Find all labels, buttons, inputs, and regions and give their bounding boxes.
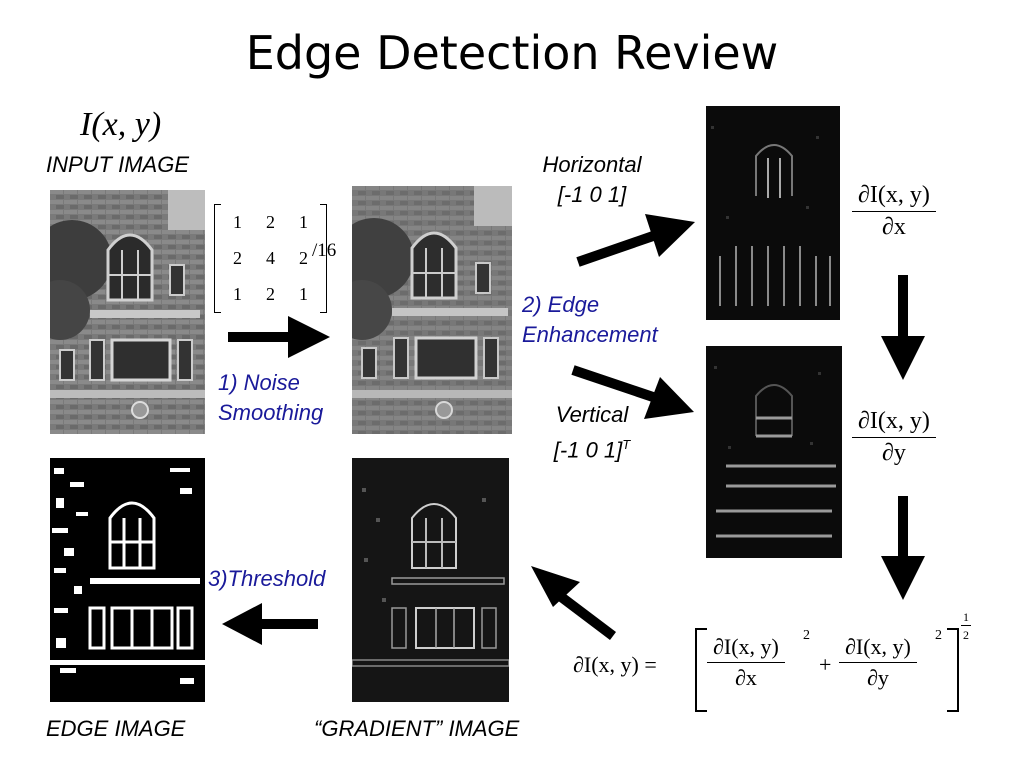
kernel-cell: 2 — [266, 284, 275, 304]
filter-kernel-text: [-1 0 1] — [553, 437, 623, 463]
term-x-numerator: ∂I(x, y) — [707, 634, 785, 663]
kernel-cell: 2 — [233, 248, 242, 268]
step-noise-smoothing: 1) Noise Smoothing — [218, 368, 323, 428]
magnitude-lhs: ∂I(x, y) = — [573, 652, 657, 677]
smoothed-image — [352, 186, 512, 434]
dy-denominator: ∂y — [881, 440, 906, 466]
transpose-superscript: T — [622, 437, 631, 452]
vertical-filter-label: Vertical [-1 0 1]T — [530, 400, 654, 465]
slide-title: Edge Detection Review — [245, 26, 779, 80]
arrow-right-icon — [228, 316, 330, 358]
exponent-denominator: 2 — [963, 628, 969, 642]
edge-image — [50, 458, 205, 702]
step-edge-enhancement: 2) Edge Enhancement — [522, 290, 658, 350]
input-image — [50, 190, 205, 434]
arrow-up-left-icon — [531, 566, 617, 640]
term-y-denominator: ∂y — [866, 665, 889, 690]
arrow-left-icon — [222, 603, 318, 645]
step-label-line: 1) Noise — [218, 370, 300, 395]
term-x-denominator: ∂x — [734, 665, 757, 690]
filter-name: Vertical — [555, 402, 629, 427]
exponent-numerator: 1 — [961, 610, 971, 626]
arrow-up-right-icon — [576, 214, 695, 267]
magnitude-term-x: ∂I(x, y) ∂x — [707, 634, 785, 691]
horizontal-filter-label: Horizontal [-1 0 1] — [530, 150, 654, 210]
gradient-image — [352, 458, 509, 702]
dy-numerator: ∂I(x, y) — [852, 408, 936, 438]
edge-image-caption: EDGE IMAGE — [46, 716, 186, 741]
term-x-square: 2 — [803, 628, 810, 643]
gradient-image-caption: “GRADIENT” IMAGE — [314, 716, 520, 741]
plus-sign: + — [819, 652, 832, 677]
dy-derivative-formula: ∂I(x, y) ∂y — [852, 408, 936, 467]
arrow-down-icon — [881, 496, 925, 600]
dx-derivative-formula: ∂I(x, y) ∂x — [852, 182, 936, 241]
dx-denominator: ∂x — [881, 214, 906, 240]
vertical-derivative-image — [706, 346, 842, 558]
smoothing-kernel: 1 2 1 2 4 2 1 2 1 — [214, 204, 327, 313]
step-threshold: 3)Threshold — [208, 566, 326, 591]
input-formula: I(x, y) — [80, 106, 162, 143]
kernel-cell: 2 — [266, 212, 275, 232]
term-y-square: 2 — [935, 628, 942, 643]
horizontal-derivative-image — [706, 106, 840, 320]
kernel-divisor: /16 — [312, 240, 337, 261]
filter-kernel: [-1 0 1] — [557, 182, 627, 207]
dx-numerator: ∂I(x, y) — [852, 182, 936, 212]
right-bracket — [947, 628, 959, 712]
kernel-cell: 1 — [299, 284, 308, 304]
step-label-line: 2) Edge — [522, 292, 600, 317]
kernel-cell: 2 — [299, 248, 308, 268]
magnitude-term-y: ∂I(x, y) ∂y — [839, 634, 917, 691]
kernel-cell: 1 — [233, 212, 242, 232]
kernel-cell: 1 — [299, 212, 308, 232]
step-label-line: Enhancement — [522, 322, 658, 347]
gradient-magnitude-formula: ∂I(x, y) = ∂I(x, y) ∂x 2 + ∂I(x, y) ∂y 2… — [573, 610, 993, 712]
step-label-line: Smoothing — [218, 400, 324, 425]
input-caption: INPUT IMAGE — [46, 152, 190, 177]
root-exponent: 1 2 — [961, 610, 971, 643]
left-bracket — [695, 628, 707, 712]
term-y-numerator: ∂I(x, y) — [839, 634, 917, 663]
arrow-down-icon — [881, 275, 925, 380]
arrow-down-right-icon — [571, 365, 694, 419]
kernel-cell: 1 — [233, 284, 242, 304]
filter-kernel: [-1 0 1]T — [530, 430, 654, 465]
kernel-cell: 4 — [266, 248, 275, 268]
filter-name: Horizontal — [542, 152, 642, 177]
